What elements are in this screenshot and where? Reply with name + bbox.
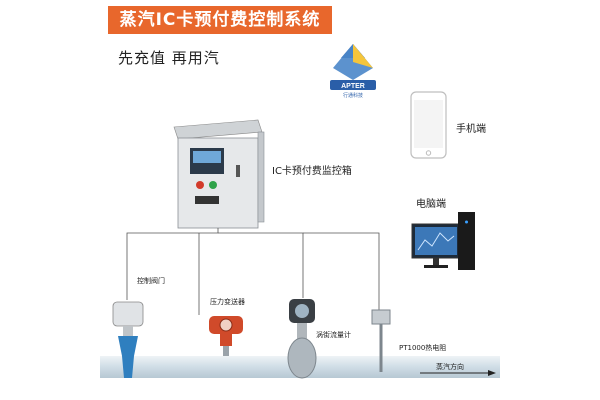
pt1000-sensor [371, 309, 391, 372]
cabinet-label: IC卡预付费监控箱 [272, 166, 352, 177]
wiring [126, 228, 380, 315]
logo-subtitle: 行通科技 [343, 92, 363, 99]
flow-direction-label: 蒸汽方向 [436, 363, 464, 371]
valve-label: 控制阀门 [137, 277, 165, 285]
phone-label: 手机端 [456, 124, 486, 135]
pressure-transmitter [209, 316, 243, 356]
title-banner: 蒸汽IC卡预付费控制系统 [108, 6, 332, 34]
cabinet [173, 119, 265, 229]
vortex-flowmeter [287, 299, 317, 379]
logo-brand: APTER [341, 83, 365, 90]
apter-logo: APTER 行通科技 [330, 44, 376, 99]
flowmeter-label: 涡街流量计 [316, 331, 351, 339]
pc-icon [411, 212, 475, 270]
slogan: 先充值 再用汽 [118, 49, 220, 67]
rtd-label: PT1000热电阻 [399, 344, 447, 352]
pc-label: 电脑端 [416, 199, 446, 210]
control-valve [112, 301, 144, 378]
flow-arrow [420, 370, 496, 376]
pressure-label: 压力变送器 [210, 298, 245, 306]
phone-icon [410, 91, 447, 159]
